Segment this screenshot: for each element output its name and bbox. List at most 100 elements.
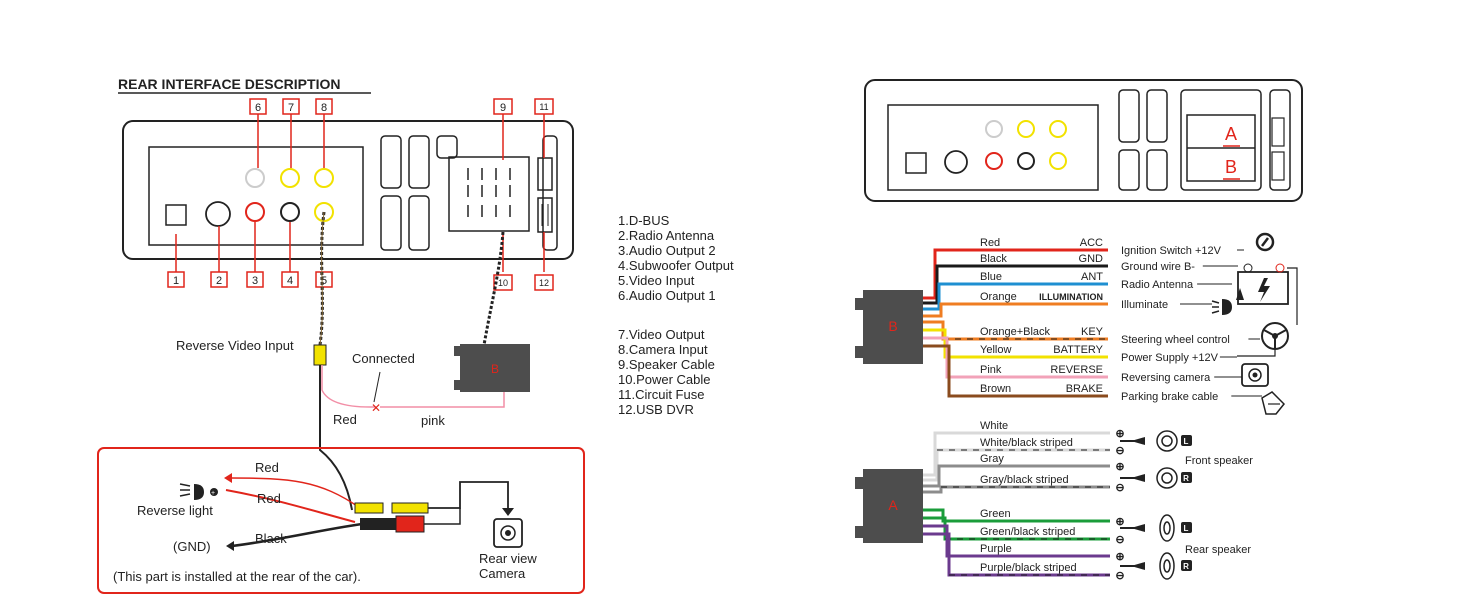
connector-a-block: A	[855, 469, 923, 543]
rear-speaker-right-icon	[1120, 552, 1192, 580]
svg-text:✕: ✕	[371, 401, 381, 415]
b-wire-dest-label: Radio Antenna	[1121, 279, 1194, 291]
svg-text:R: R	[1183, 562, 1189, 571]
svg-text:A: A	[888, 497, 898, 513]
svg-text:Black: Black	[255, 531, 287, 546]
legend: 1.D-BUS 2.Radio Antenna 3.Audio Output 2…	[618, 213, 734, 417]
parking-brake-icon	[1261, 391, 1286, 415]
b-wire	[923, 264, 1108, 305]
a-wire	[923, 524, 1110, 558]
audio-out-2-port	[245, 202, 265, 222]
legend-item: 6.Audio Output 1	[618, 288, 716, 303]
callout-9: 9	[500, 102, 506, 114]
front-speaker-left-icon	[1120, 430, 1192, 452]
b-wire-signal-label: KEY	[1081, 326, 1104, 338]
pink-label: pink	[421, 413, 445, 428]
b-wire-dest-label: Power Supply +12V	[1121, 352, 1219, 364]
b-wire-dest-label: Ground wire B-	[1121, 261, 1195, 273]
svg-text:⊖: ⊖	[1115, 570, 1124, 582]
a-wire-label: Gray	[980, 453, 1004, 465]
battery-icon	[1237, 263, 1289, 305]
legend-item: 1.D-BUS	[618, 213, 670, 228]
a-wire-label: Green/black striped	[980, 526, 1075, 538]
svg-text:Red: Red	[257, 491, 281, 506]
a-wire	[923, 485, 1110, 494]
b-wire-dest-label: Reversing camera	[1121, 372, 1211, 384]
reverse-light-icon: +	[179, 483, 218, 500]
b-wire	[923, 336, 1108, 379]
dbus-port	[165, 204, 187, 226]
antenna-port	[205, 201, 231, 227]
legend-item: 11.Circuit Fuse	[618, 387, 704, 402]
a-wire	[923, 464, 1110, 488]
connected-label: Connected	[352, 351, 415, 366]
iso-connector	[448, 156, 530, 232]
b-wire-signal-label: ANT	[1081, 271, 1103, 283]
connector-b-marker: B	[1225, 157, 1237, 177]
a-wire-label: Purple/black striped	[980, 562, 1077, 574]
b-wire	[923, 328, 1108, 359]
svg-text:⊖: ⊖	[1115, 482, 1124, 494]
ignition-key-icon	[1255, 232, 1275, 252]
legend-item: 3.Audio Output 2	[618, 243, 716, 258]
a-wire-label: Green	[980, 508, 1011, 520]
callout-10: 10	[498, 278, 508, 288]
svg-text:L: L	[1184, 524, 1189, 533]
red-label: Red	[333, 412, 357, 427]
b-wire-color-label: Orange	[980, 291, 1017, 303]
svg-text:⊕: ⊕	[1115, 516, 1124, 528]
b-wire-signal-label: BATTERY	[1053, 344, 1103, 356]
right-radio-body: A B	[864, 79, 1303, 202]
antenna-icon	[1236, 288, 1244, 300]
front-speaker-label: Front speaker	[1185, 455, 1253, 467]
svg-text:B: B	[888, 318, 897, 334]
callout-1: 1	[173, 275, 179, 287]
svg-text:Rear view: Rear view	[479, 551, 537, 566]
b-wire-dest-label: Illuminate	[1121, 299, 1168, 311]
callout-8: 8	[321, 102, 327, 114]
b-wire-signal-label: GND	[1079, 253, 1104, 265]
b-wire-color-label: Orange+Black	[980, 326, 1051, 338]
legend-item: 10.Power Cable	[618, 372, 711, 387]
connector-b-left	[460, 344, 530, 392]
gnd-label: (GND)	[173, 539, 211, 554]
audio-out-1-port	[245, 168, 265, 188]
callout-7: 7	[288, 102, 294, 114]
b-wire-signal-label: REVERSE	[1050, 364, 1103, 376]
svg-text:L: L	[1184, 437, 1189, 446]
inset-note: (This part is installed at the rear of t…	[113, 569, 361, 584]
b-wire-color-label: Yellow	[980, 344, 1011, 356]
b-wire-color-label: Black	[980, 253, 1007, 265]
steering-wheel-icon	[1261, 322, 1289, 350]
b-wire-signal-label: ACC	[1080, 237, 1103, 249]
b-wire-color-label: Pink	[980, 364, 1002, 376]
connector-a-marker: A	[1225, 124, 1237, 144]
reversing-camera-icon	[1241, 363, 1269, 387]
b-wire-signal-label: ILLUMINATION	[1039, 292, 1103, 302]
connector-a-wiring: A White⊕White/black striped⊖Gray⊕Gray/bl…	[855, 420, 1253, 582]
svg-text:⊖: ⊖	[1115, 445, 1124, 457]
b-wire	[923, 344, 1108, 398]
video-output-port	[280, 168, 300, 188]
a-wire	[923, 508, 1110, 523]
svg-text:+: +	[211, 490, 215, 497]
a-wire-label: Purple	[980, 543, 1012, 555]
svg-text:Camera: Camera	[479, 566, 526, 581]
callout-3: 3	[252, 275, 258, 287]
legend-item: 2.Radio Antenna	[618, 228, 715, 243]
b-wire-color-label: Red	[980, 237, 1000, 249]
legend-item: 8.Camera Input	[618, 342, 708, 357]
reverse-video-input-label: Reverse Video Input	[176, 338, 294, 353]
b-wire-dest-label: Ignition Switch +12V	[1121, 245, 1222, 257]
connector-b-wiring: B Red ACC Ignition Switch +12V Black GND Grou…	[855, 232, 1298, 415]
rear-view-camera-icon	[493, 518, 523, 548]
svg-text:R: R	[1183, 474, 1189, 483]
left-title: REAR INTERFACE DESCRIPTION	[118, 76, 340, 92]
left-panel: REAR INTERFACE DESCRIPTION	[97, 76, 585, 594]
front-speaker-right-icon	[1120, 467, 1192, 489]
reverse-light-label: Reverse light	[137, 503, 213, 518]
a-wire	[923, 431, 1110, 477]
b-wire	[923, 302, 1108, 318]
a-wire-label: White/black striped	[980, 437, 1073, 449]
illuminate-icon	[1211, 299, 1232, 315]
